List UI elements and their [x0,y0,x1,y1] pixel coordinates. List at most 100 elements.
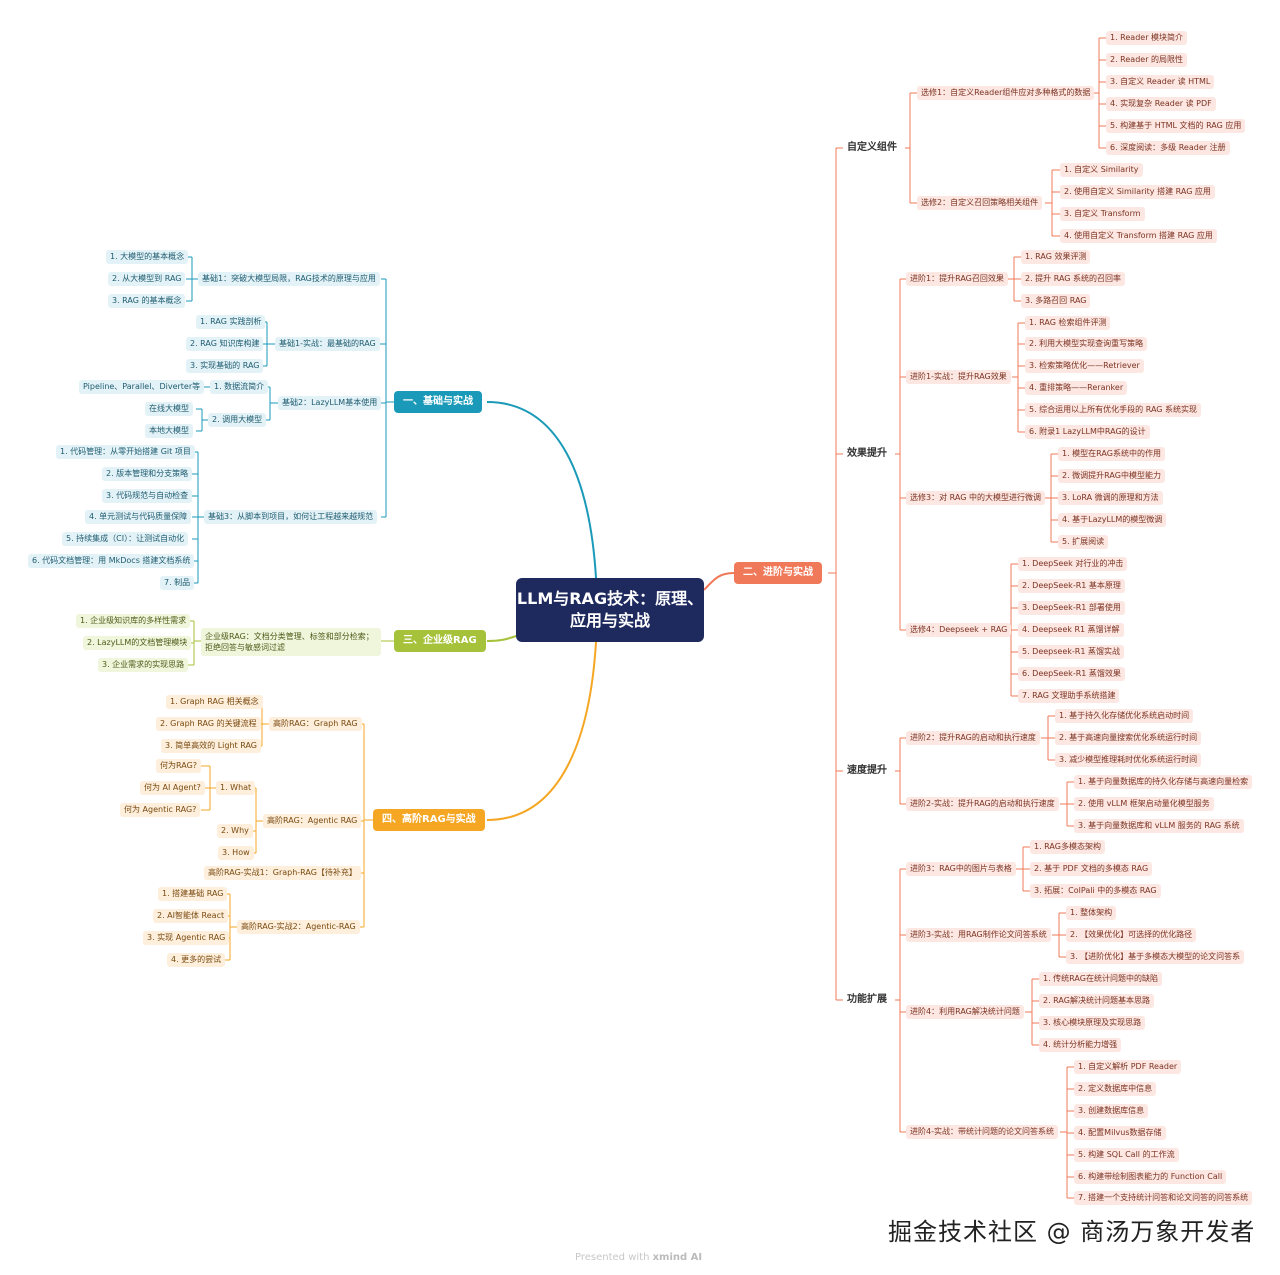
c4-item[interactable]: 1. 整体架构 [1066,906,1117,920]
b1-subtopic-1[interactable]: 基础1：突破大模型局限，RAG技术的原理与应用 [198,272,380,286]
b1-s2-item[interactable]: 3. 实现基础的 RAG [186,359,264,373]
b1-s4-item[interactable]: 7. 制品 [160,576,195,590]
b4-s4-item[interactable]: 1. 搭建基础 RAG [158,887,228,901]
c3-item[interactable]: 2. 使用 vLLM 框架启动量化模型服务 [1074,797,1214,811]
b4-s1-item[interactable]: 2. Graph RAG 的关键流程 [156,717,261,731]
branch-advanced[interactable]: 二、进阶与实战 [734,562,822,584]
b4-s4-item[interactable]: 2. AI智能体 React [153,909,229,923]
b3-item[interactable]: 1. 企业级知识库的多样性需求 [76,614,191,628]
c1-item[interactable]: 3. 自定义 Reader 读 HTML [1106,75,1215,89]
b4-s2-what-item[interactable]: 何为 Agentic RAG? [120,803,201,817]
c3-item[interactable]: 1. 基于持久化存储优化系统启动时间 [1055,709,1194,723]
c4-item[interactable]: 3. 【进阶优化】基于多模态大模型的论文问答系 [1066,950,1245,964]
c4-item[interactable]: 2. RAG解决统计问题基本思路 [1039,994,1154,1008]
c4-subtopic[interactable]: 进阶3-实战：用RAG制作论文问答系统 [906,928,1051,942]
b1-s1-item[interactable]: 2. 从大模型到 RAG [108,272,186,286]
c4-item[interactable]: 2. 基于 PDF 文档的多模态 RAG [1030,862,1153,876]
b1-s4-item[interactable]: 3. 代码规范与自动检查 [102,489,193,503]
c1-item[interactable]: 3. 自定义 Transform [1060,207,1145,221]
c3-item[interactable]: 3. 减少模型推理耗时优化系统运行时间 [1055,753,1202,767]
c4-subtopic[interactable]: 进阶4-实战：带统计问题的论文问答系统 [906,1125,1058,1139]
c4-item[interactable]: 1. 传统RAG在统计问题中的缺陷 [1039,972,1162,986]
c1-item[interactable]: 1. 自定义 Similarity [1060,163,1143,177]
c2-item[interactable]: 1. 模型在RAG系统中的作用 [1058,447,1165,461]
category-feature-extension[interactable]: 功能扩展 [843,992,891,1008]
branch-enterprise[interactable]: 三、企业级RAG [394,630,486,652]
c4-subtopic[interactable]: 进阶3：RAG中的图片与表格 [906,862,1016,876]
c2-item[interactable]: 3. LoRA 微调的原理和方法 [1058,491,1163,505]
c2-item[interactable]: 2. DeepSeek-R1 基本原理 [1018,579,1125,593]
c4-item[interactable]: 2. 【效果优化】可选择的优化路径 [1066,928,1197,942]
b3-subtopic[interactable]: 企业级RAG：文档分类管理、标签和部分检索；拒绝回答与敏感词过滤 [201,628,381,656]
branch-basics[interactable]: 一、基础与实战 [394,391,482,413]
c4-item[interactable]: 6. 构建带绘制图表能力的 Function Call [1074,1170,1227,1184]
c4-item[interactable]: 3. 核心模块原理及实现思路 [1039,1016,1146,1030]
c3-item[interactable]: 3. 基于向量数据库和 vLLM 服务的 RAG 系统 [1074,819,1244,833]
c4-item[interactable]: 5. 构建 SQL Call 的工作流 [1074,1148,1179,1162]
c3-item[interactable]: 1. 基于向量数据库的持久化存储与高速向量检索 [1074,775,1253,789]
c2-item[interactable]: 6. 附录1 LazyLLM中RAG的设计 [1025,425,1150,439]
c1-item[interactable]: 6. 深度阅读：多级 Reader 注册 [1106,141,1230,155]
b1-s2-item[interactable]: 2. RAG 知识库构建 [186,337,264,351]
b4-s1-item[interactable]: 3. 简单高效的 Light RAG [161,739,261,753]
c2-subtopic[interactable]: 选修3：对 RAG 中的大模型进行微调 [906,491,1045,505]
b1-s3-call-item[interactable]: 在线大模型 [145,402,193,416]
c3-subtopic[interactable]: 进阶2：提升RAG的启动和执行速度 [906,731,1040,745]
b4-s1-item[interactable]: 1. Graph RAG 相关概念 [166,695,263,709]
c2-item[interactable]: 2. 提升 RAG 系统的召回率 [1021,272,1126,286]
c2-item[interactable]: 6. DeepSeek-R1 蒸馏效果 [1018,667,1125,681]
b1-s3-call-item[interactable]: 本地大模型 [145,424,193,438]
b1-subtopic-4[interactable]: 基础3：从脚本到项目，如何让工程越来越规范 [204,510,378,524]
b1-subtopic-2[interactable]: 基础1-实战：最基础的RAG [275,337,380,351]
c4-item[interactable]: 4. 配置Milvus数据存储 [1074,1126,1166,1140]
c4-item[interactable]: 2. 定义数据库中信息 [1074,1082,1157,1096]
c2-item[interactable]: 5. 扩展阅读 [1058,535,1109,549]
b1-s4-item[interactable]: 5. 持续集成（CI）：让测试自动化 [62,532,189,546]
b1-s1-item[interactable]: 1. 大模型的基本概念 [106,250,189,264]
c2-item[interactable]: 2. 微调提升RAG中模型能力 [1058,469,1165,483]
c2-item[interactable]: 5. Deepseek-R1 蒸馏实战 [1018,645,1124,659]
c4-item[interactable]: 3. 创建数据库信息 [1074,1104,1149,1118]
b1-s4-item[interactable]: 4. 单元测试与代码质量保障 [85,510,192,524]
c4-subtopic[interactable]: 进阶4：利用RAG解决统计问题 [906,1005,1024,1019]
b1-s3-call-llm[interactable]: 2. 调用大模型 [208,413,267,427]
c1-item[interactable]: 5. 构建基于 HTML 文档的 RAG 应用 [1106,119,1246,133]
c1-subtopic[interactable]: 选修2：自定义召回策略相关组件 [917,196,1043,210]
b4-s2-what[interactable]: 1. What [216,781,256,795]
b1-s4-item[interactable]: 6. 代码文档管理：用 MkDocs 搭建文档系统 [28,554,195,568]
c4-item[interactable]: 7. 搭建一个支持统计问答和论文问答的问答系统 [1074,1191,1253,1205]
b4-s2-what-item[interactable]: 何为 AI Agent? [140,781,205,795]
b3-item[interactable]: 2. LazyLLM的文档管理模块 [83,636,192,650]
b1-s3-dataflow-item[interactable]: Pipeline、Parallel、Diverter等 [79,380,205,394]
c2-item[interactable]: 2. 利用大模型实现查询重写策略 [1025,337,1148,351]
c3-item[interactable]: 2. 基于高速向量搜索优化系统运行时间 [1055,731,1202,745]
root-topic[interactable]: LLM与RAG技术：原理、应用与实战 [516,578,704,642]
b1-s4-item[interactable]: 1. 代码管理：从零开始搭建 Git 项目 [56,445,195,459]
c4-item[interactable]: 3. 拓展：ColPali 中的多模态 RAG [1030,884,1161,898]
c2-item[interactable]: 5. 综合运用以上所有优化手段的 RAG 系统实现 [1025,403,1202,417]
c2-item[interactable]: 7. RAG 文理助手系统搭建 [1018,689,1120,703]
b4-s2-what-item[interactable]: 何为RAG? [156,759,202,773]
category-custom-components[interactable]: 自定义组件 [843,140,901,156]
c2-item[interactable]: 3. 多路召回 RAG [1021,294,1091,308]
c2-subtopic[interactable]: 进阶1：提升RAG召回效果 [906,272,1008,286]
c2-item[interactable]: 4. Deepseek R1 蒸馏详解 [1018,623,1124,637]
branch-high-level[interactable]: 四、高阶RAG与实战 [373,809,485,831]
c4-item[interactable]: 1. RAG多模态架构 [1030,840,1105,854]
c2-item[interactable]: 1. RAG 效果评测 [1021,250,1091,264]
b1-s3-dataflow[interactable]: 1. 数据流简介 [210,380,269,394]
c2-item[interactable]: 1. DeepSeek 对行业的冲击 [1018,557,1128,571]
c1-subtopic[interactable]: 选修1：自定义Reader组件应对多种格式的数据 [917,86,1095,100]
b4-subtopic-2[interactable]: 高阶RAG：Agentic RAG [263,814,362,828]
c2-item[interactable]: 4. 基于LazyLLM的模型微调 [1058,513,1167,527]
c1-item[interactable]: 4. 实现复杂 Reader 读 PDF [1106,97,1216,111]
c1-item[interactable]: 1. Reader 模块简介 [1106,31,1188,45]
b4-s2-how[interactable]: 3. How [218,846,254,860]
c4-item[interactable]: 4. 统计分析能力增强 [1039,1038,1122,1052]
c2-item[interactable]: 3. 检索策略优化——Retriever [1025,359,1144,373]
c2-item[interactable]: 4. 重排策略——Reranker [1025,381,1128,395]
b4-s4-item[interactable]: 4. 更多的尝试 [167,953,226,967]
b4-s4-item[interactable]: 3. 实现 Agentic RAG [143,931,230,945]
b1-s2-item[interactable]: 1. RAG 实践剖析 [196,315,266,329]
b3-item[interactable]: 3. 企业需求的实现思路 [98,658,189,672]
